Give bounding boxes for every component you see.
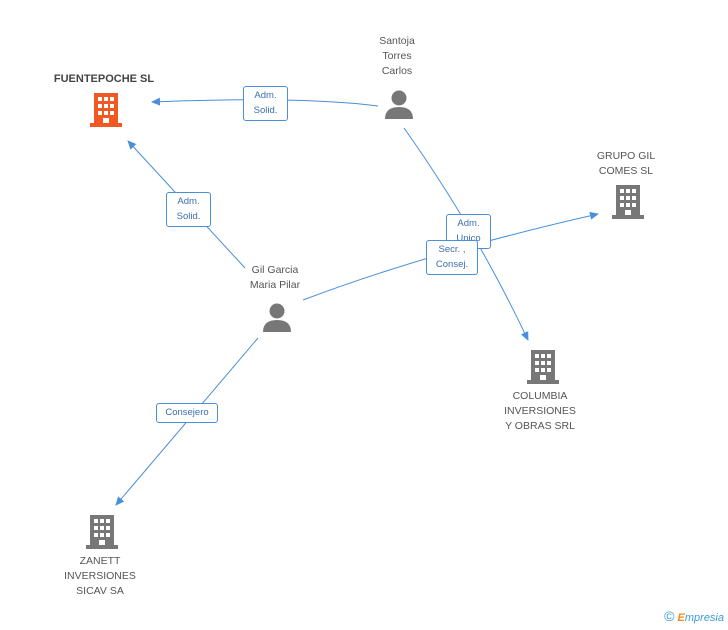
company-label-zanett[interactable]: ZANETT INVERSIONES SICAV SA — [64, 555, 136, 597]
company-label-columbia[interactable]: COLUMBIA INVERSIONES Y OBRAS SRL — [504, 390, 576, 432]
company-building-icon-fuentepoche[interactable] — [90, 93, 122, 127]
role-badge-gil-grupo[interactable]: Secr. , Consej. — [426, 240, 478, 275]
empresia-logo-text: mpresia — [684, 612, 724, 624]
role-badge-santoja-fuentepoche[interactable]: Adm. Solid. — [243, 86, 288, 121]
company-building-icon-zanett[interactable] — [86, 515, 118, 549]
role-badge-gil-fuentepoche[interactable]: Adm. Solid. — [166, 192, 211, 227]
person-label-gil-garcia[interactable]: Gil Garcia Maria Pilar — [249, 264, 301, 291]
role-badge-gil-zanett[interactable]: Consejero — [156, 403, 218, 423]
empresia-logo-e: E — [677, 612, 685, 624]
copyright-icon: © — [664, 608, 675, 624]
person-label-santoja[interactable]: Santoja Torres Carlos — [379, 35, 415, 77]
company-label-fuentepoche[interactable]: FUENTEPOCHE SL — [53, 73, 155, 85]
person-icon-santoja[interactable] — [384, 89, 414, 119]
company-building-icon-columbia[interactable] — [527, 350, 559, 384]
person-icon-gil-garcia[interactable] — [262, 302, 292, 332]
empresia-credit: © Empresia — [664, 608, 724, 624]
company-building-icon-grupo-gil[interactable] — [612, 185, 644, 219]
company-label-grupo-gil[interactable]: GRUPO GIL COMES SL — [596, 150, 656, 177]
